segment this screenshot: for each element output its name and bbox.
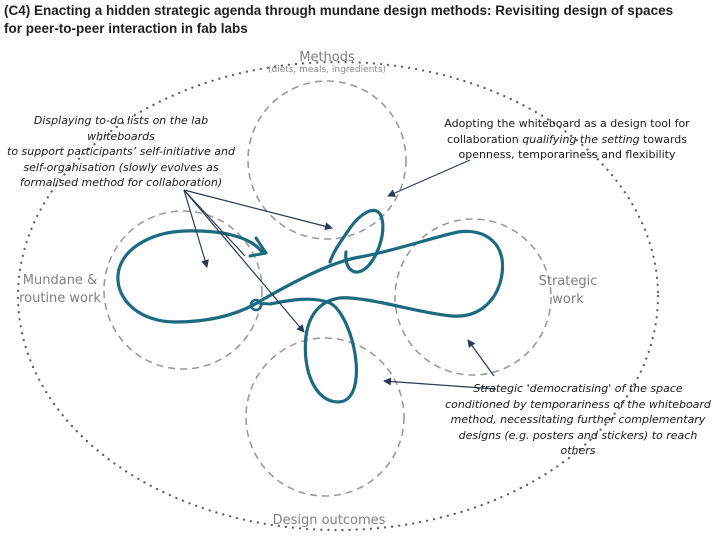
arrow-lists-1: [183, 189, 209, 268]
strategic-label-line-2: work: [552, 292, 584, 307]
dem-line-2: conditioned by temporariness of the whit…: [445, 397, 711, 411]
arrow-tool: [387, 159, 471, 197]
lists-line-2: to support participants’ self-initiative…: [7, 145, 235, 158]
lists-line-4: formalised method for collaboration): [19, 176, 223, 189]
methods-subtitle: (diets, meals, ingredients): [267, 65, 387, 75]
tool-line-1: Adopting the whiteboard as a design tool…: [444, 117, 690, 130]
strategic-label-line-1: Strategic: [538, 274, 598, 289]
outer-boundary: [16, 60, 660, 532]
dem-line-1: Strategic 'democratising' of the space: [473, 382, 683, 395]
outcomes-title: Design outcomes: [272, 513, 386, 528]
arrow-lists-2: [183, 189, 333, 231]
outcomes-label: Design outcomes: [260, 513, 398, 528]
mundane-label: Mundane & routine work: [12, 272, 108, 308]
journey-loop-top: [328, 208, 385, 274]
strategic-label: Strategic work: [528, 273, 608, 309]
tool-line-2: collaboration qualifying the setting tow…: [432, 132, 702, 148]
mundane-circle: [103, 210, 263, 370]
arrow-democratising-1: [467, 339, 495, 377]
journey-arrowhead: [248, 236, 268, 258]
methods-label: Methods (diets, meals, ingredients): [257, 50, 397, 75]
tool-line-2a: collaboration: [447, 132, 523, 146]
dem-line-3: method, necessitating further complement…: [450, 413, 706, 426]
arrow-democratising-2: [383, 377, 497, 390]
tool-line-2b: qualifying the setting: [522, 132, 640, 146]
mundane-label-line-1: Mundane &: [22, 273, 98, 288]
title-line-2: for peer-to-peer interaction in fab labs: [4, 21, 248, 36]
arrow-lists-4: [183, 189, 246, 257]
methods-title: Methods: [299, 50, 355, 65]
lists-line-1: Displaying to-do lists on the lab whiteb…: [33, 114, 209, 143]
lists-line-3: self-organisation (slowly evolves as: [23, 160, 219, 174]
arrow-lists-3: [183, 189, 305, 333]
mundane-label-line-2: routine work: [19, 291, 101, 306]
annotation-democratising: Strategic 'democratising' of the space c…: [444, 381, 712, 459]
tool-line-2c: towards: [639, 132, 687, 146]
journey-path: [116, 229, 505, 404]
annotation-whiteboard-tool: Adopting the whiteboard as a design tool…: [432, 116, 702, 163]
dem-line-5: others: [560, 444, 596, 457]
annotation-whiteboard-lists: Displaying to-do lists on the lab whiteb…: [2, 113, 240, 191]
diagram-title: (C4) Enacting a hidden strategic agenda …: [4, 2, 704, 38]
dem-line-4: designs (e.g. posters and stickers) to r…: [458, 428, 698, 442]
title-line-1: (C4) Enacting a hidden strategic agenda …: [4, 3, 674, 18]
tool-line-3: openness, temporariness and flexibility: [458, 148, 676, 161]
methods-circle: [247, 80, 407, 240]
strategic-circle: [394, 218, 552, 376]
outcomes-circle: [245, 337, 405, 497]
